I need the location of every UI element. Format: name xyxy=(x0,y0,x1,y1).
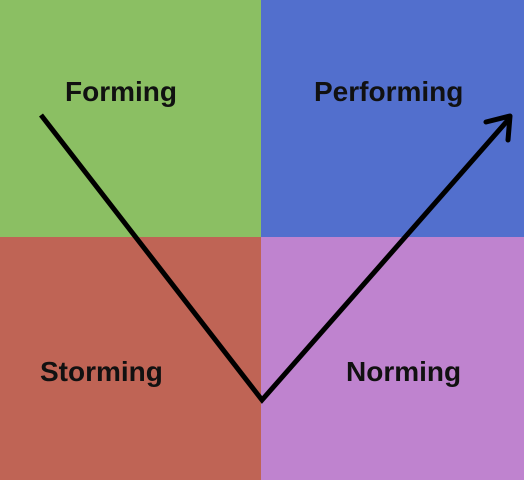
norming-quadrant xyxy=(261,237,524,480)
storming-label: Storming xyxy=(40,356,163,387)
v-path-line xyxy=(39,113,510,404)
performing-label: Performing xyxy=(314,76,464,107)
performing-quadrant xyxy=(261,0,524,237)
norming-label: Norming xyxy=(346,356,462,387)
forming-label: Forming xyxy=(65,76,177,107)
storming-quadrant xyxy=(0,237,261,480)
arrow-head-icon xyxy=(483,113,513,143)
